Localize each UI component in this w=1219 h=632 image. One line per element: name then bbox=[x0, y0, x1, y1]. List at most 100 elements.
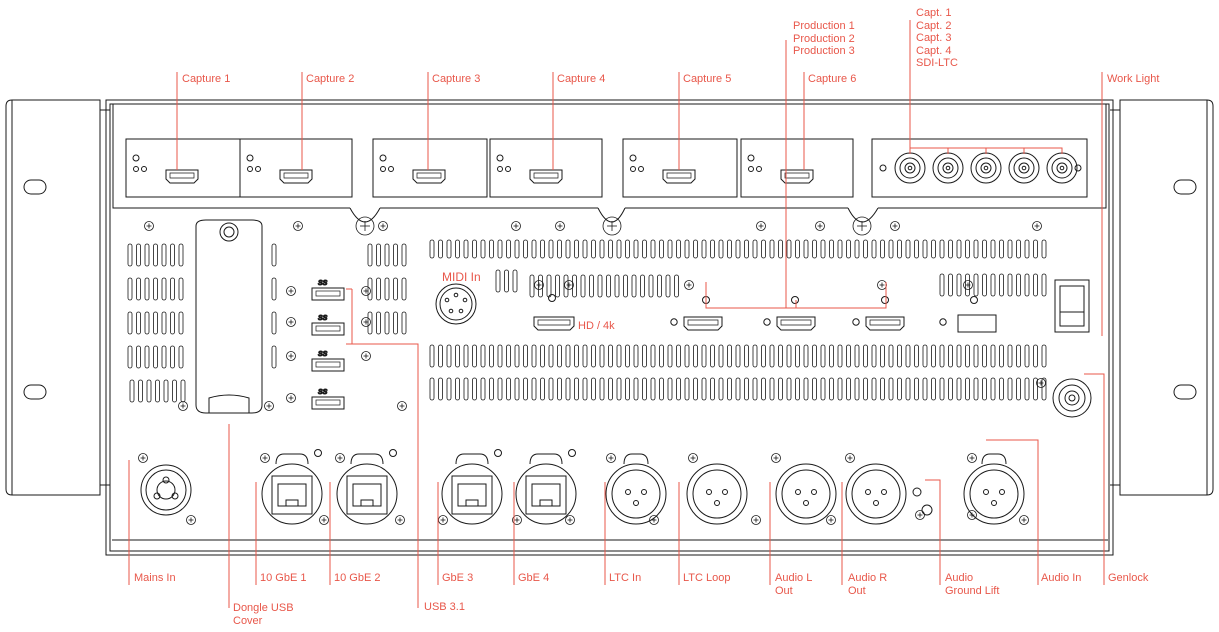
usb-31-port-1: SS bbox=[311, 280, 345, 301]
screw bbox=[602, 216, 622, 236]
vent-slot bbox=[495, 269, 501, 293]
led-indicator bbox=[939, 318, 947, 326]
vent-slot bbox=[973, 273, 979, 297]
vent-slot bbox=[591, 377, 596, 401]
led-indicator bbox=[314, 449, 322, 457]
label-mains-in: Mains In bbox=[134, 572, 176, 584]
vent-slot bbox=[871, 377, 877, 401]
vent-slot bbox=[599, 344, 605, 368]
vent-slot bbox=[990, 239, 996, 259]
vent-slot bbox=[136, 243, 141, 267]
screw bbox=[361, 317, 371, 327]
vent-slot bbox=[633, 377, 639, 401]
vent-slot bbox=[557, 377, 562, 401]
audio-r-out-connector bbox=[845, 463, 907, 525]
label-production: Production 1 Production 2 Production 3 bbox=[793, 20, 855, 58]
port-gbe-4 bbox=[515, 449, 577, 525]
vent-slot bbox=[718, 239, 724, 259]
vent-slot bbox=[161, 277, 167, 301]
vent-slot bbox=[472, 377, 477, 401]
label-midi-in: MIDI In bbox=[442, 270, 481, 284]
vent-slot bbox=[548, 239, 554, 259]
screw bbox=[286, 351, 296, 361]
vent-slot bbox=[463, 239, 469, 259]
vent-slot bbox=[871, 239, 877, 259]
vent-slot bbox=[674, 274, 679, 298]
vent-slot bbox=[572, 274, 577, 298]
vent-slot bbox=[999, 239, 1004, 259]
vent-slot bbox=[170, 311, 175, 335]
screw bbox=[967, 453, 977, 463]
led-indicator bbox=[791, 296, 799, 304]
label-audio-ground-lift: Audio Ground Lift bbox=[945, 572, 999, 597]
vent-slot bbox=[897, 239, 902, 259]
vent-slot bbox=[659, 344, 664, 368]
screw bbox=[1019, 515, 1029, 525]
vent-slot bbox=[1024, 377, 1030, 401]
vent-slot bbox=[650, 344, 656, 368]
vent-slot bbox=[178, 243, 184, 267]
capture-card-2 bbox=[239, 138, 353, 198]
port-10gbe-2 bbox=[336, 449, 398, 525]
vent-slot bbox=[376, 311, 381, 335]
lower-connectors bbox=[261, 449, 1025, 525]
vent-slot bbox=[455, 344, 460, 368]
ltc-in-connector bbox=[605, 453, 667, 525]
vent-slot bbox=[778, 377, 783, 401]
audio-in-connector bbox=[963, 453, 1025, 525]
dongle-usb-cover-plate bbox=[195, 219, 263, 414]
vent-slot bbox=[540, 344, 545, 368]
label-dongle-line1: Dongle USB bbox=[233, 602, 294, 614]
vent-slot bbox=[565, 239, 571, 259]
vent-slot bbox=[1033, 377, 1038, 401]
vent-slot bbox=[161, 243, 167, 267]
leader-line bbox=[346, 343, 419, 608]
screw bbox=[335, 453, 345, 463]
genlock-bnc bbox=[1052, 378, 1092, 418]
hdmi-port bbox=[662, 169, 696, 184]
vent-slot bbox=[837, 239, 843, 259]
vent-slot bbox=[659, 239, 664, 259]
vent-slot bbox=[667, 377, 673, 401]
screw bbox=[138, 453, 148, 463]
vent-slot bbox=[939, 239, 945, 259]
vent-slot bbox=[393, 243, 398, 267]
vent-slot bbox=[990, 344, 996, 368]
vent-slot bbox=[684, 377, 690, 401]
label-dongle-usb-cover: Dongle USB Cover bbox=[233, 602, 294, 627]
vent-slot bbox=[1033, 344, 1038, 368]
port-gbe-3 bbox=[441, 449, 503, 525]
vent-slot bbox=[1041, 239, 1047, 259]
screw bbox=[565, 515, 575, 525]
vent-slot bbox=[574, 239, 579, 259]
led-indicator bbox=[630, 166, 636, 172]
vent-slot bbox=[144, 277, 150, 301]
vent-slot bbox=[829, 239, 834, 259]
vent-slot bbox=[982, 239, 987, 259]
vent-slot bbox=[990, 273, 996, 297]
hdmi-port bbox=[412, 169, 446, 184]
vent-slot bbox=[786, 344, 792, 368]
vent-slot bbox=[752, 344, 758, 368]
vent-slot bbox=[514, 377, 520, 401]
led-indicator bbox=[763, 318, 771, 326]
vent-slot bbox=[429, 377, 435, 401]
vent-slots bbox=[127, 239, 1047, 403]
vent-slot bbox=[922, 377, 928, 401]
vent-slot bbox=[744, 377, 749, 401]
vent-slot bbox=[597, 274, 603, 298]
vent-slot bbox=[591, 344, 596, 368]
vent-slot bbox=[871, 344, 877, 368]
vent-slot bbox=[367, 277, 373, 301]
vent-slot bbox=[735, 344, 741, 368]
vent-slot bbox=[956, 377, 962, 401]
vent-slot bbox=[812, 344, 817, 368]
vent-slot bbox=[616, 377, 622, 401]
vent-slot bbox=[582, 239, 588, 259]
screw bbox=[1032, 221, 1042, 231]
capture-card-1 bbox=[125, 138, 241, 198]
vent-slot bbox=[667, 239, 673, 259]
vent-slot bbox=[829, 344, 834, 368]
vent-slot bbox=[472, 239, 477, 259]
